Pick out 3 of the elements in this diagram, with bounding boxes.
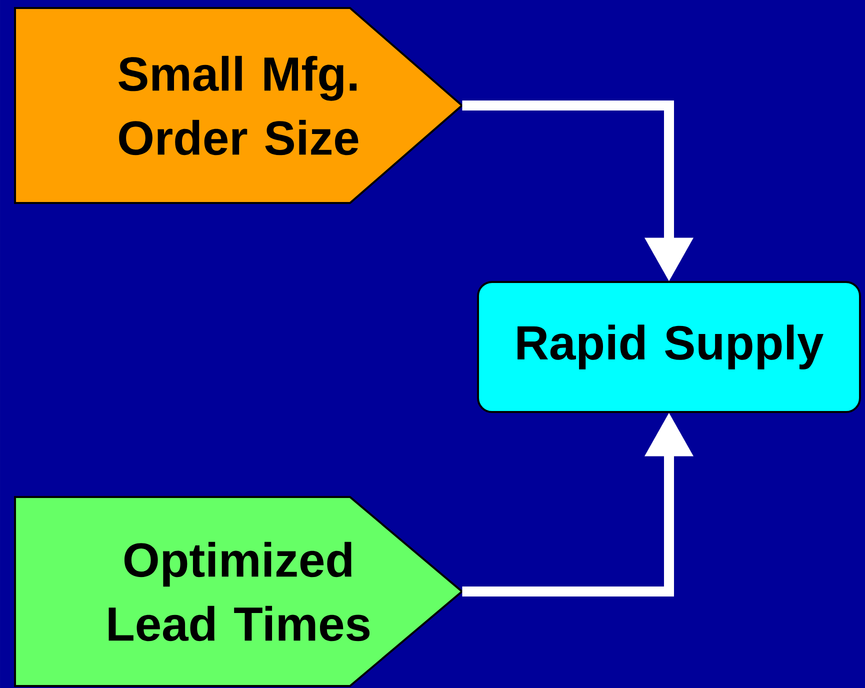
arrow-shaped-box: Optimized Lead Times (14, 496, 464, 687)
rounded-box: Rapid Supply (477, 281, 861, 413)
arrow-shaped-box: Small Mfg. Order Size (14, 7, 464, 204)
